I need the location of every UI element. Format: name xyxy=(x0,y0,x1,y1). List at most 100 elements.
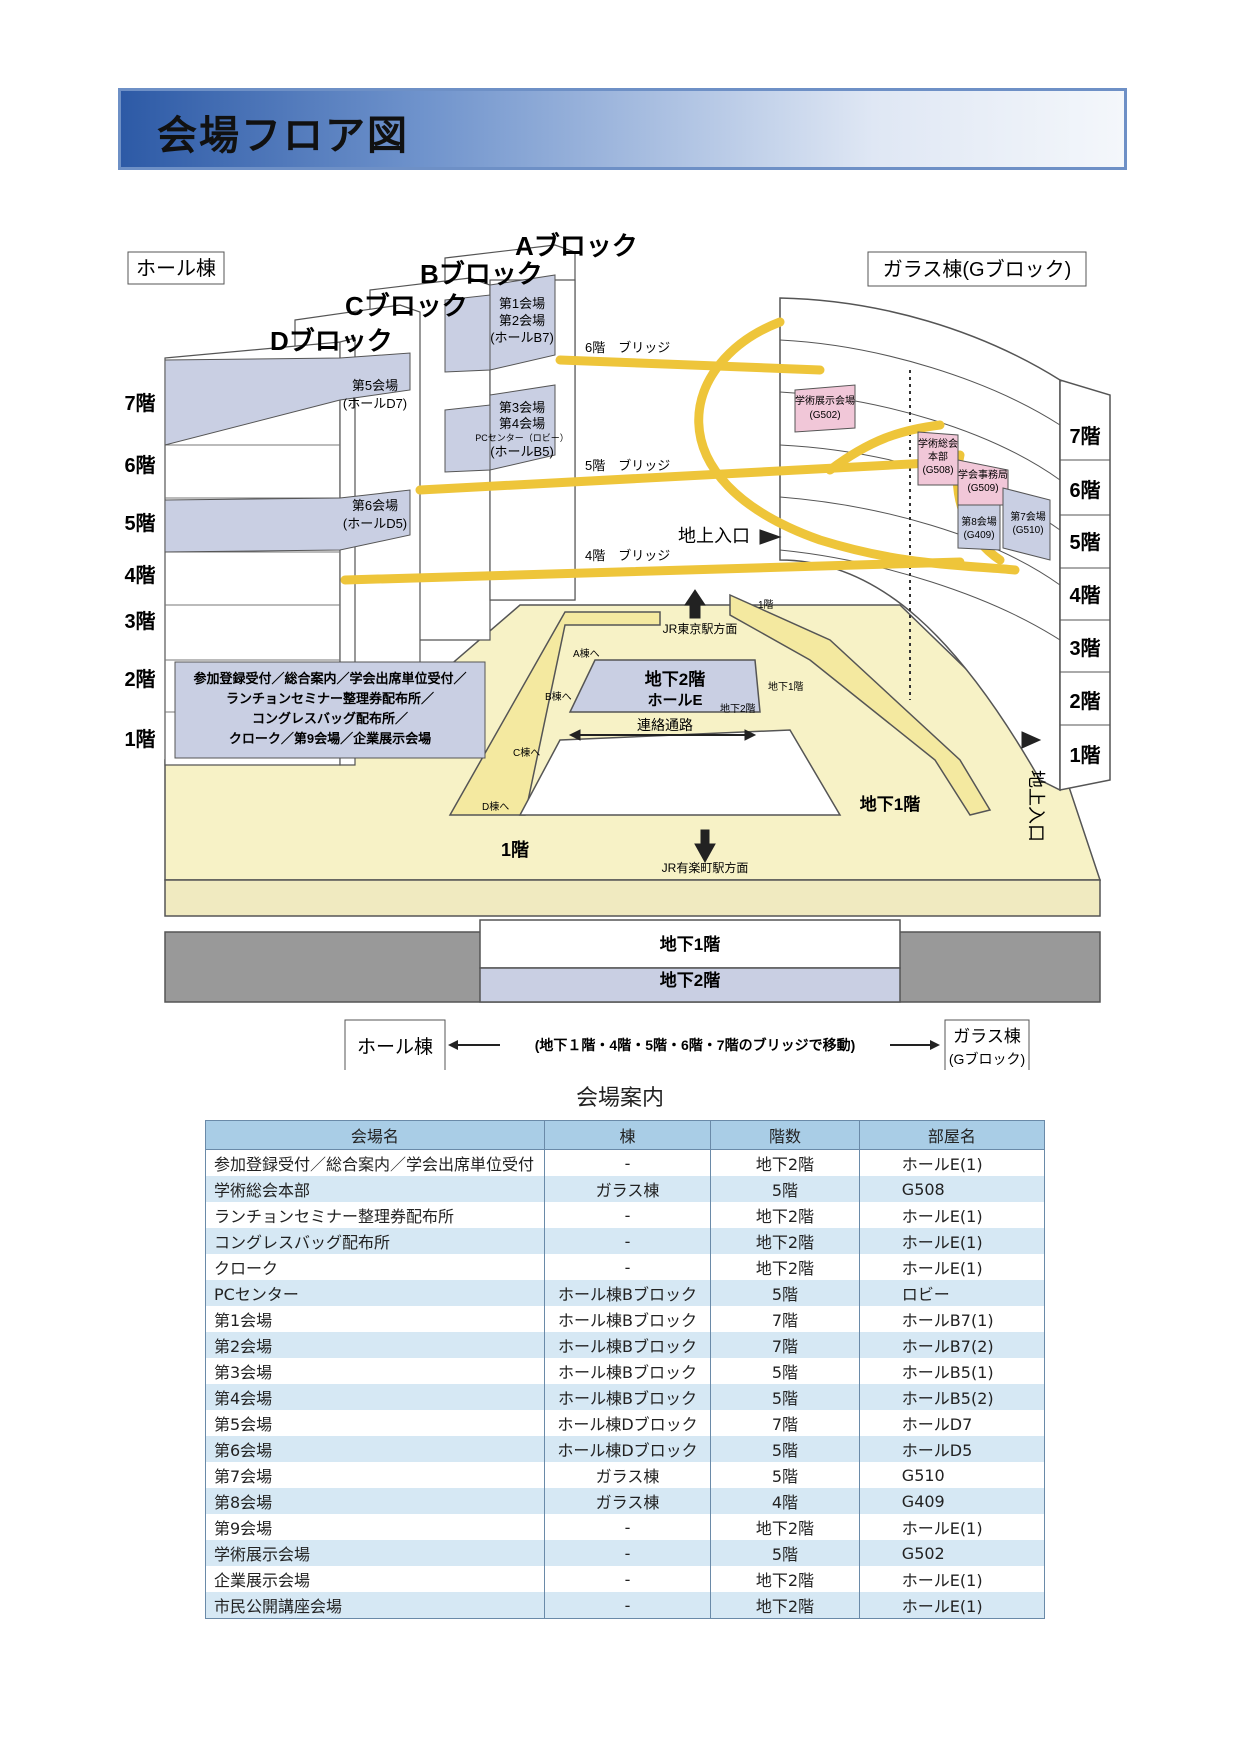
cell-room: ホールE(1) xyxy=(858,1202,1046,1228)
table-body: 参加登録受付／総合案内／学会出席単位受付-地下2階ホールE(1)学術総会本部ガラ… xyxy=(205,1149,1046,1619)
table-row: 企業展示会場-地下2階ホールE(1) xyxy=(205,1566,1046,1592)
cell-building: - xyxy=(543,1592,712,1619)
right-floor-6: 6階 xyxy=(1069,479,1100,502)
room-b7-line1: 第1会場 xyxy=(499,296,545,311)
cell-room: ホールE(1) xyxy=(858,1514,1046,1540)
cell-room: ホールB5(1) xyxy=(858,1358,1046,1384)
cell-venue: 第3会場 xyxy=(205,1358,545,1384)
header-building: 棟 xyxy=(543,1120,712,1150)
cell-building: - xyxy=(543,1202,712,1228)
block-c: Cブロック xyxy=(345,291,468,321)
table-row: 参加登録受付／総合案内／学会出席単位受付-地下2階ホールE(1) xyxy=(205,1149,1046,1176)
cell-room: ホールE(1) xyxy=(858,1228,1046,1254)
cell-building: ホール棟Dブロック xyxy=(543,1436,712,1462)
room-b5-line4: (ホールB5) xyxy=(490,444,554,459)
cell-venue: 学術展示会場 xyxy=(205,1540,545,1566)
left-floor-6: 6階 xyxy=(124,454,155,477)
underground-ring xyxy=(448,593,992,816)
glass-label: ガラス棟(Gブロック) xyxy=(883,257,1071,281)
cell-room: G502 xyxy=(858,1540,1046,1566)
cell-venue: PCセンター xyxy=(205,1280,545,1306)
page-title: 会場フロア図 xyxy=(157,113,409,159)
room-g509-line1: 学会事務局 xyxy=(958,468,1008,481)
cell-building: ホール棟Bブロック xyxy=(543,1384,712,1410)
block-a: Aブロック xyxy=(515,231,638,261)
jr-tokyo-label: JR東京駅方面 xyxy=(663,621,738,636)
left-floor-labels: 7階 6階 5階 4階 3階 2階 1階 xyxy=(124,392,155,751)
nav-boxes xyxy=(344,1019,1030,1070)
right-floor-4: 4階 xyxy=(1069,584,1100,607)
table-row: 市民公開講座会場-地下2階ホールE(1) xyxy=(205,1592,1046,1619)
room-g509-line2: (G509) xyxy=(967,483,998,494)
escalator-b2: 地下2階 xyxy=(720,702,756,715)
room-g409-line2: (G409) xyxy=(963,530,994,541)
cell-floor: 地下2階 xyxy=(710,1514,860,1540)
to-a-label: A棟へ xyxy=(573,647,600,660)
cell-room: ホールE(1) xyxy=(858,1254,1046,1280)
table-row: 第9会場-地下2階ホールE(1) xyxy=(205,1514,1046,1540)
left-floor-3: 3階 xyxy=(124,610,155,633)
title-banner: 会場フロア図 xyxy=(118,88,1127,170)
ground-entrance-label: 地上入口 xyxy=(678,526,750,546)
cell-floor: 7階 xyxy=(710,1306,860,1332)
corridor-label: 連絡通路 xyxy=(637,717,693,733)
cell-room: ホールD7 xyxy=(858,1410,1046,1436)
hall-rooms xyxy=(164,274,556,553)
cell-venue: 市民公開講座会場 xyxy=(205,1592,545,1619)
cell-floor: 地下2階 xyxy=(710,1592,860,1619)
cell-building: - xyxy=(543,1514,712,1540)
right-floor-labels: 7階 6階 5階 4階 3階 2階 1階 xyxy=(1069,425,1100,767)
cell-building: ガラス棟 xyxy=(543,1488,712,1514)
b1-band-label: 地下1階 xyxy=(660,934,720,954)
table-row: クローク-地下2階ホールE(1) xyxy=(205,1254,1046,1280)
cell-venue: 第1会場 xyxy=(205,1306,545,1332)
hall-label: ホール棟 xyxy=(136,257,216,280)
right-floor-1: 1階 xyxy=(1069,744,1100,767)
cell-floor: 7階 xyxy=(710,1410,860,1436)
cell-floor: 5階 xyxy=(710,1358,860,1384)
cell-building: ホール棟Bブロック xyxy=(543,1280,712,1306)
room-b5-line3: PCセンター（ロビー） xyxy=(475,433,569,443)
bridge-labels: 6階 ブリッジ 5階 ブリッジ 4階 ブリッジ xyxy=(585,340,670,563)
hall-label-box xyxy=(127,251,225,285)
room-b7-line2: 第2会場 xyxy=(499,313,545,328)
cell-room: ホールD5 xyxy=(858,1436,1046,1462)
right-floor-5: 5階 xyxy=(1069,531,1100,554)
glass-label-box xyxy=(867,251,1087,287)
cell-floor: 地下2階 xyxy=(710,1228,860,1254)
cell-floor: 5階 xyxy=(710,1176,860,1202)
glass-box-line2: (Gブロック) xyxy=(949,1051,1025,1067)
block-b: Bブロック xyxy=(420,259,543,289)
left-floor-2: 2階 xyxy=(124,668,155,691)
room-g510-line1: 第7会場 xyxy=(1010,510,1046,523)
cell-floor: 5階 xyxy=(710,1280,860,1306)
cell-room: ロビー xyxy=(858,1280,1046,1306)
room-g502-line1: 学術展示会場 xyxy=(795,394,855,407)
b2-band-label: 地下2階 xyxy=(660,970,720,990)
cell-building: ホール棟Bブロック xyxy=(543,1358,712,1384)
cell-room: G510 xyxy=(858,1462,1046,1488)
left-floor-4: 4階 xyxy=(124,564,155,587)
cell-building: - xyxy=(543,1254,712,1280)
room-b5-line1: 第3会場 xyxy=(499,400,545,415)
table-row: コングレスバッグ配布所-地下2階ホールE(1) xyxy=(205,1228,1046,1254)
cell-building: - xyxy=(543,1149,712,1176)
reception-box xyxy=(174,661,486,759)
floor-map: ホール棟 ガラス棟(Gブロック) Aブロック Bブロック Cブロック Dブロック… xyxy=(124,231,1111,1070)
left-floor-5: 5階 xyxy=(124,512,155,535)
cell-building: - xyxy=(543,1540,712,1566)
cell-floor: 地下2階 xyxy=(710,1149,860,1176)
cell-room: G409 xyxy=(858,1488,1046,1514)
floor-b1-label: 地下1階 xyxy=(860,794,920,814)
bridge-5f-label: 5階 ブリッジ xyxy=(585,458,670,473)
cell-room: ホールB7(2) xyxy=(858,1332,1046,1358)
escalator-labels: 1階 地下1階 地下2階 xyxy=(720,599,804,715)
to-b-label: B棟へ xyxy=(545,690,572,703)
